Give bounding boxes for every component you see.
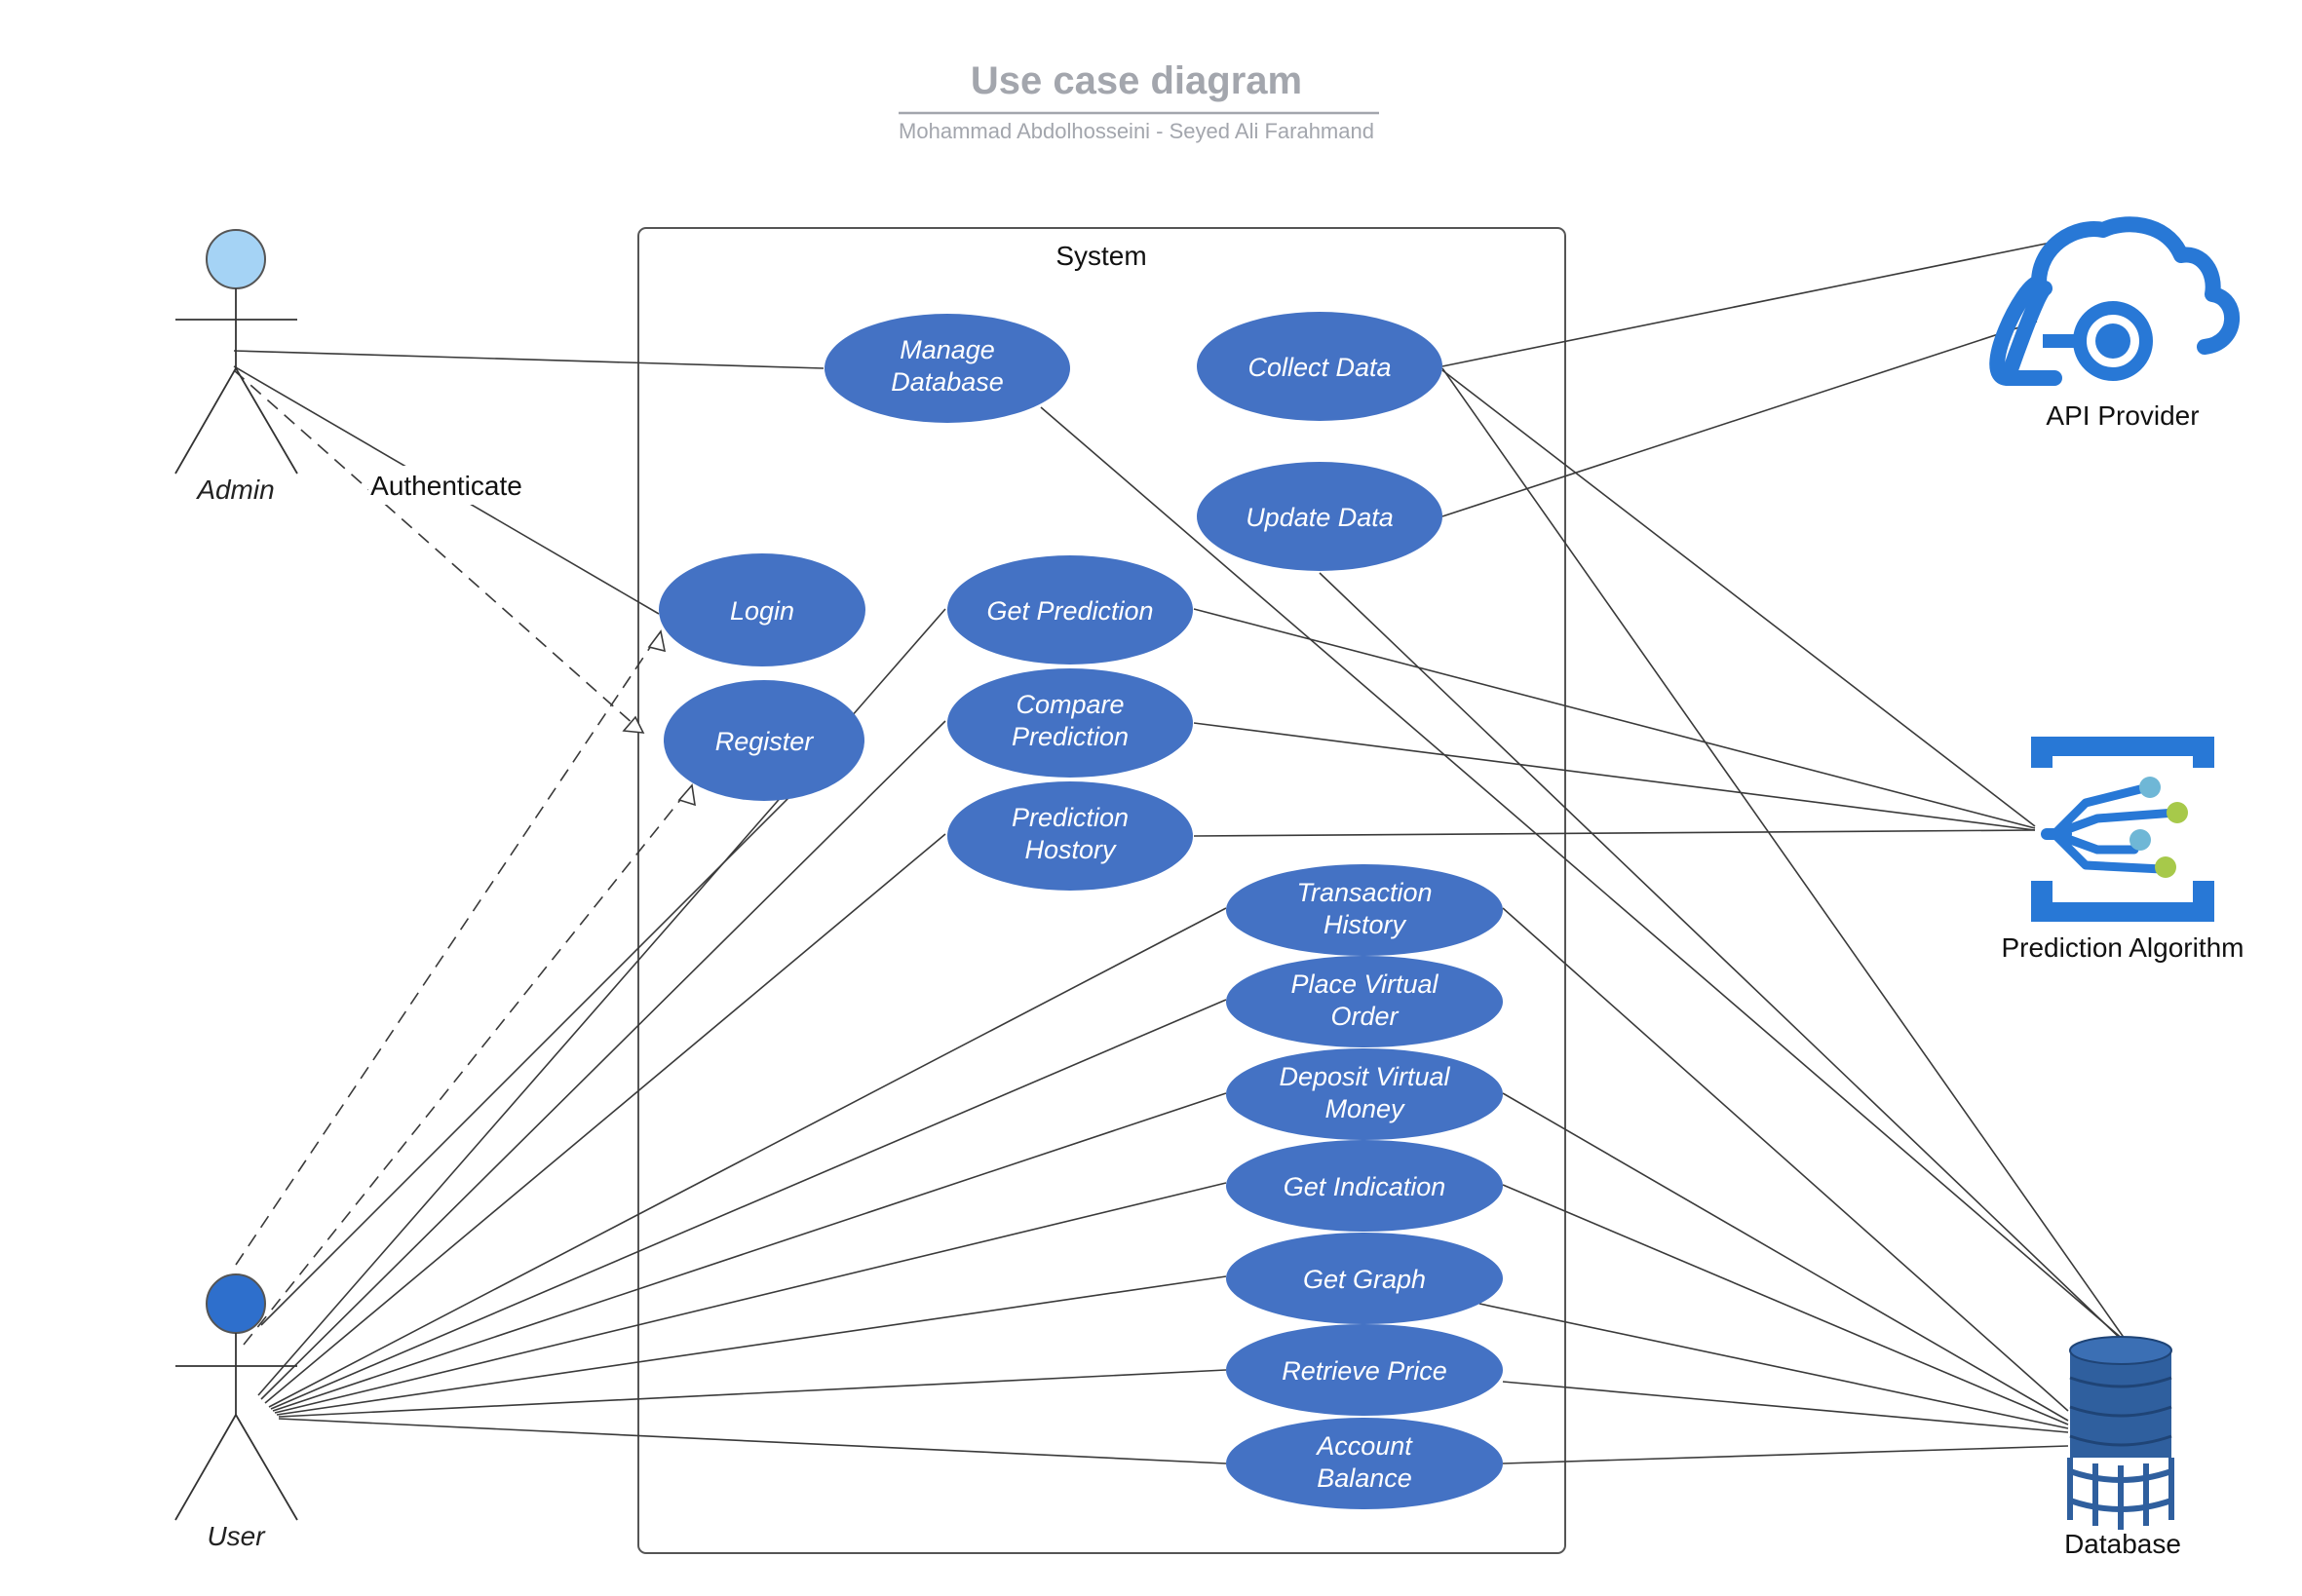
diagram-subtitle: Mohammad Abdolhosseini - Seyed Ali Farah…	[899, 119, 1374, 143]
use-case-label: Get Prediction	[986, 596, 1153, 626]
edge-admin-manage-database[interactable]	[233, 350, 825, 369]
authenticate-label-bg	[368, 466, 524, 505]
edge-retrieve-price-database[interactable]	[1502, 1381, 2069, 1433]
arrowhead-user-register	[677, 783, 696, 807]
edge-prediction-history-prediction[interactable]	[1193, 829, 2036, 837]
use-case-label: Place Virtual	[1290, 969, 1439, 999]
use-case-label: Account	[1315, 1431, 1413, 1461]
use-case-label: Transaction	[1296, 878, 1432, 907]
associations	[233, 227, 2126, 1464]
use-case-register[interactable]: Register	[664, 680, 864, 801]
edge-get-indication-database[interactable]	[1502, 1184, 2069, 1425]
use-case-label: Login	[730, 596, 794, 626]
use-case-label: Get Indication	[1284, 1172, 1446, 1201]
use-case-label: Database	[891, 367, 1004, 397]
use-case-label: Register	[715, 727, 815, 756]
use-case-place-virtual-order[interactable]: Place Virtual Order	[1226, 956, 1503, 1047]
edge-user-login-dashed[interactable]	[235, 630, 662, 1266]
arrowhead-admin-register	[622, 715, 645, 734]
use-case-label: Order	[1330, 1002, 1399, 1031]
use-case-update-data[interactable]: Update Data	[1197, 462, 1442, 571]
edge-user-deposit-virtual-money[interactable]	[272, 1092, 1227, 1412]
edge-compare-prediction-prediction[interactable]	[1193, 722, 2036, 831]
user-head	[206, 1273, 266, 1334]
actor-user[interactable]: User	[174, 1273, 298, 1551]
edge-user-retrieve-price[interactable]	[278, 1369, 1227, 1418]
edge-get-graph-database[interactable]	[1478, 1303, 2069, 1429]
edge-deposit-virtual-money-database[interactable]	[1502, 1092, 2069, 1422]
use-case-login[interactable]: Login	[659, 553, 865, 666]
edge-collect-data-prediction[interactable]	[1441, 369, 2036, 827]
edge-user-register[interactable]	[260, 728, 859, 1326]
admin-right-leg	[235, 367, 298, 475]
use-case-collect-data[interactable]: Collect Data	[1197, 312, 1442, 421]
edge-transaction-history-database[interactable]	[1502, 907, 2069, 1412]
use-case-get-indication[interactable]: Get Indication	[1226, 1140, 1503, 1232]
edge-update-data-database[interactable]	[1319, 572, 2126, 1344]
edge-account-balance-database[interactable]	[1502, 1445, 2069, 1464]
edge-user-account-balance[interactable]	[278, 1418, 1227, 1464]
diagram-title: Use case diagram	[971, 59, 1302, 102]
actor-prediction-algorithm[interactable]: Prediction Algorithm	[2001, 737, 2244, 963]
edge-user-get-indication[interactable]	[274, 1182, 1227, 1414]
api-provider-label: API Provider	[2046, 400, 2199, 431]
actor-api-provider[interactable]: API Provider	[1989, 216, 2241, 431]
use-case-retrieve-price[interactable]: Retrieve Price	[1226, 1324, 1503, 1416]
edge-manage-database-database[interactable]	[1040, 406, 2126, 1342]
edge-user-place-virtual-order[interactable]	[270, 999, 1227, 1410]
use-case-get-graph[interactable]: Get Graph	[1226, 1233, 1503, 1324]
use-case-manage-database[interactable]: Manage Database	[825, 314, 1070, 423]
edge-get-prediction-prediction[interactable]	[1193, 608, 2036, 829]
admin-left-leg	[174, 367, 237, 475]
use-cases: Manage Database Collect Data Update Data…	[659, 312, 1503, 1509]
edge-admin-register-dashed[interactable]	[233, 369, 644, 734]
use-case-label: Compare	[1016, 690, 1124, 719]
edge-user-transaction-history[interactable]	[268, 907, 1227, 1408]
use-case-label: Prediction	[1012, 722, 1129, 751]
use-case-label: History	[1324, 910, 1407, 939]
use-case-label: Prediction	[1012, 803, 1129, 832]
use-case-label: Manage	[900, 335, 995, 364]
use-case-prediction-history[interactable]: Prediction Hostory	[947, 781, 1193, 891]
database-label: Database	[2064, 1529, 2181, 1559]
actor-database[interactable]: Database	[2064, 1336, 2181, 1559]
use-case-label: Balance	[1317, 1463, 1412, 1493]
user-label: User	[207, 1521, 266, 1551]
system-boundary[interactable]	[637, 227, 1566, 1554]
use-case-label: Deposit Virtual	[1279, 1062, 1450, 1091]
edge-user-get-graph[interactable]	[276, 1275, 1227, 1416]
use-case-account-balance[interactable]: Account Balance	[1226, 1418, 1503, 1509]
use-case-deposit-virtual-money[interactable]: Deposit Virtual Money	[1226, 1048, 1503, 1140]
edge-collect-data-database[interactable]	[1441, 367, 2126, 1340]
arrowhead-user-login	[647, 629, 667, 653]
use-case-label: Get Graph	[1303, 1265, 1426, 1294]
edge-update-data-api[interactable]	[1441, 321, 2038, 517]
use-case-get-prediction[interactable]: Get Prediction	[947, 555, 1193, 665]
cloud-icon	[1989, 216, 2241, 386]
use-case-label: Retrieve Price	[1282, 1356, 1447, 1386]
user-left-leg	[174, 1414, 237, 1521]
admin-head	[206, 229, 266, 289]
user-right-leg	[235, 1414, 298, 1521]
authenticate-label: Authenticate	[370, 471, 522, 501]
edge-user-prediction-history[interactable]	[264, 833, 946, 1404]
database-icon	[2067, 1336, 2174, 1530]
use-case-label: Money	[1324, 1094, 1405, 1123]
use-case-label: Update Data	[1246, 503, 1394, 532]
admin-label: Admin	[195, 475, 274, 505]
edge-user-compare-prediction[interactable]	[260, 720, 946, 1400]
edge-collect-data-api[interactable]	[1441, 227, 2124, 367]
use-case-compare-prediction[interactable]: Compare Prediction	[947, 668, 1193, 778]
edge-user-register-dashed[interactable]	[243, 784, 693, 1346]
prediction-algorithm-label: Prediction Algorithm	[2001, 932, 2244, 963]
use-case-label: Hostory	[1024, 835, 1117, 864]
system-label: System	[1055, 241, 1146, 271]
machine-learning-icon	[2031, 737, 2214, 922]
actor-admin[interactable]: Admin	[174, 229, 298, 505]
use-case-label: Collect Data	[1247, 353, 1391, 382]
use-case-transaction-history[interactable]: Transaction History	[1226, 864, 1503, 956]
